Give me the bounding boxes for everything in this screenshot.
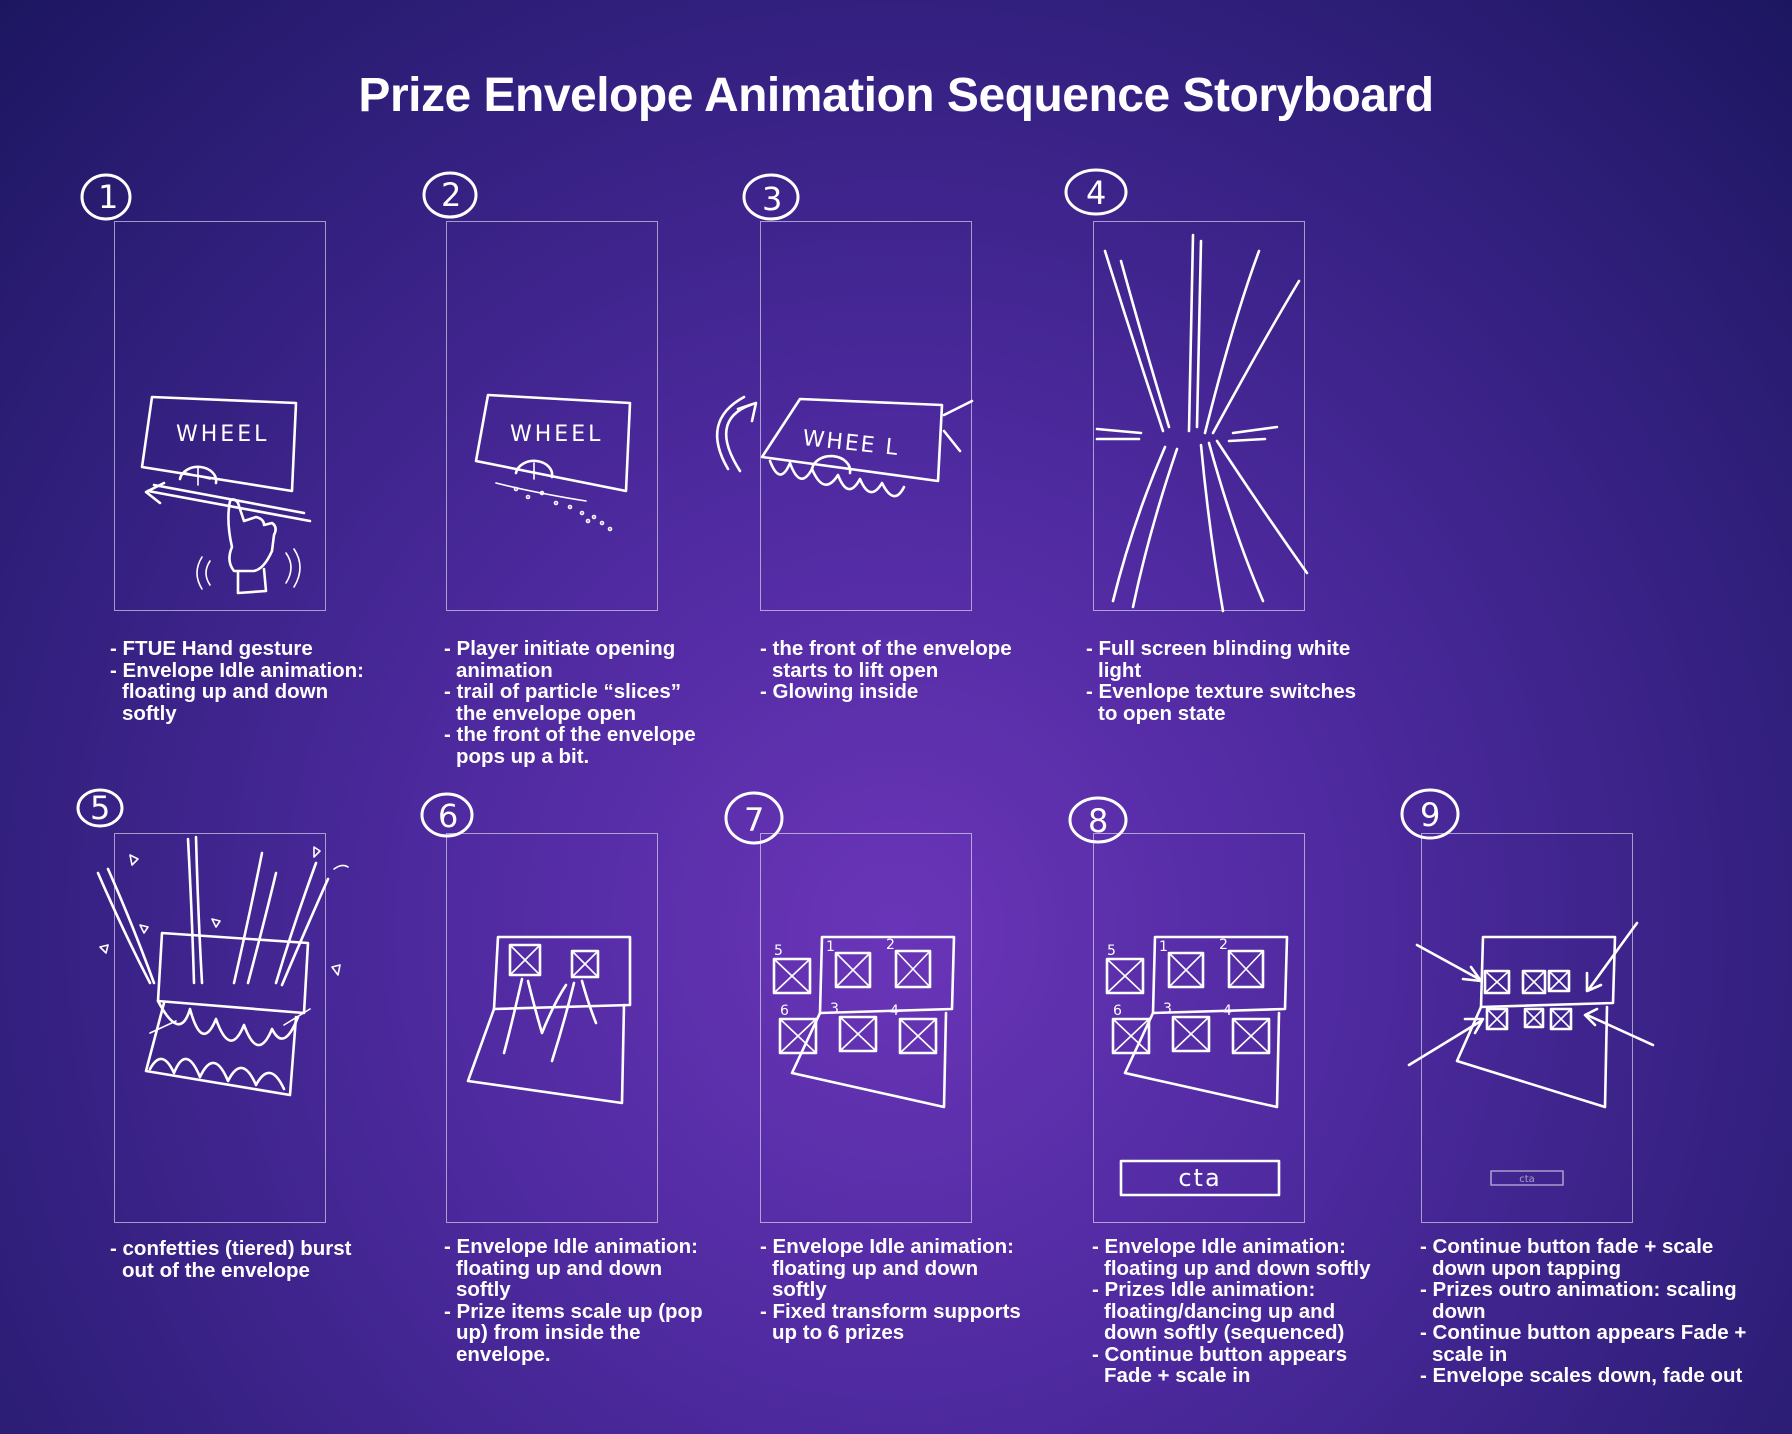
step-4-notes: - Full screen blinding white light - Eve… xyxy=(1086,638,1366,724)
step-5-notes: - confetties (tiered) burst out of the e… xyxy=(110,1238,380,1281)
svg-text:cta: cta xyxy=(1178,1164,1221,1192)
step-3-sketch: WHEE L xyxy=(700,221,1000,609)
envelope-icon: WHEEL xyxy=(476,395,630,491)
step-3-number: 3 xyxy=(742,170,802,224)
step-3-notes: - the front of the envelope starts to li… xyxy=(760,638,1030,703)
svg-text:1: 1 xyxy=(98,178,118,216)
note: - Envelope Idle animation: floating up a… xyxy=(110,660,370,725)
step-4-number: 4 xyxy=(1064,166,1130,220)
step-8-sketch: 5 1 2 6 3 4 cta xyxy=(1093,833,1303,1221)
svg-text:4: 4 xyxy=(1223,1003,1232,1019)
envelope-flap-icon: WHEE L xyxy=(762,399,972,496)
svg-text:9: 9 xyxy=(1420,796,1440,834)
svg-text:4: 4 xyxy=(890,1003,899,1019)
step-1-notes: - FTUE Hand gesture - Envelope Idle anim… xyxy=(110,638,370,724)
light-burst-icon xyxy=(1097,235,1307,611)
step-1-sketch: WHEEL xyxy=(114,221,324,609)
note: - Envelope Idle animation: floating up a… xyxy=(444,1236,714,1301)
note: - Full screen blinding white light xyxy=(1086,638,1366,681)
note: - Envelope scales down, fade out xyxy=(1420,1365,1760,1387)
note: - Player initiate opening animation xyxy=(444,638,704,681)
step-6-notes: - Envelope Idle animation: floating up a… xyxy=(444,1236,714,1365)
svg-text:1: 1 xyxy=(1159,939,1168,955)
note: - Prizes Idle animation: floating/dancin… xyxy=(1092,1279,1392,1344)
note: - Evenlope texture switches to open stat… xyxy=(1086,681,1366,724)
step-2-sketch: WHEEL xyxy=(446,221,656,609)
note: - the front of the envelope starts to li… xyxy=(760,638,1030,681)
svg-text:3: 3 xyxy=(1163,1001,1172,1017)
note: - Prize items scale up (pop up) from ins… xyxy=(444,1301,714,1366)
svg-text:6: 6 xyxy=(780,1003,789,1019)
note: - Fixed transform supports up to 6 prize… xyxy=(760,1301,1030,1344)
lift-arrow-icon xyxy=(717,397,756,471)
note: - Continue button appears Fade + scale i… xyxy=(1420,1322,1760,1365)
confetti-burst-icon xyxy=(98,837,348,985)
open-envelope-icon xyxy=(468,937,630,1103)
step-5-sketch xyxy=(84,833,364,1221)
prize-grid: 5 1 2 6 3 4 xyxy=(1107,937,1269,1053)
step-2-number: 2 xyxy=(422,168,480,222)
note: - confetties (tiered) burst out of the e… xyxy=(110,1238,380,1281)
prize-grid-small xyxy=(1485,971,1571,1029)
open-envelope-icon xyxy=(146,933,310,1095)
step-6-sketch xyxy=(446,833,656,1221)
step-2-notes: - Player initiate opening animation - tr… xyxy=(444,638,704,767)
particle-trail xyxy=(496,483,612,531)
note: - Continue button appears Fade + scale i… xyxy=(1092,1344,1392,1387)
svg-text:1: 1 xyxy=(826,939,835,955)
svg-text:WHEE L: WHEE L xyxy=(801,426,900,461)
note: - the front of the envelope pops up a bi… xyxy=(444,724,704,767)
svg-text:5: 5 xyxy=(774,943,783,959)
svg-text:WHEEL: WHEEL xyxy=(176,422,269,447)
step-5-number: 5 xyxy=(76,786,126,830)
note: - Prizes outro animation: scaling down xyxy=(1420,1279,1760,1322)
note: - Envelope Idle animation: floating up a… xyxy=(760,1236,1030,1301)
hand-pointer-icon xyxy=(197,499,300,593)
step-8-notes: - Envelope Idle animation: floating up a… xyxy=(1092,1236,1392,1387)
continue-button-sketch: cta xyxy=(1121,1161,1279,1195)
svg-text:6: 6 xyxy=(438,797,458,835)
note: - Envelope Idle animation: floating up a… xyxy=(1092,1236,1392,1279)
note: - Glowing inside xyxy=(760,681,1030,703)
prize-items xyxy=(504,945,598,1061)
note: - trail of particle “slices” the envelop… xyxy=(444,681,704,724)
page-title: Prize Envelope Animation Sequence Storyb… xyxy=(0,68,1792,123)
svg-text:2: 2 xyxy=(441,176,461,214)
continue-button-sketch: cta xyxy=(1491,1171,1563,1185)
step-1-number: 1 xyxy=(80,170,136,224)
svg-text:WHEEL: WHEEL xyxy=(510,422,603,447)
svg-text:5: 5 xyxy=(90,789,110,827)
step-9-sketch: cta xyxy=(1401,833,1661,1221)
svg-text:6: 6 xyxy=(1113,1003,1122,1019)
svg-text:5: 5 xyxy=(1107,943,1116,959)
envelope-icon: WHEEL xyxy=(142,397,296,491)
note: - FTUE Hand gesture xyxy=(110,638,370,660)
svg-text:4: 4 xyxy=(1086,174,1106,212)
step-7-notes: - Envelope Idle animation: floating up a… xyxy=(760,1236,1030,1344)
step-7-sketch: 5 1 2 6 3 4 xyxy=(760,833,970,1221)
svg-text:cta: cta xyxy=(1519,1174,1535,1185)
svg-text:3: 3 xyxy=(830,1001,839,1017)
step-4-sketch xyxy=(1093,221,1313,609)
svg-text:3: 3 xyxy=(762,180,782,218)
svg-text:2: 2 xyxy=(886,937,895,953)
note: - Continue button fade + scale down upon… xyxy=(1420,1236,1760,1279)
svg-text:2: 2 xyxy=(1219,937,1228,953)
step-9-notes: - Continue button fade + scale down upon… xyxy=(1420,1236,1760,1387)
prize-grid: 5 1 2 6 3 4 xyxy=(774,937,936,1053)
